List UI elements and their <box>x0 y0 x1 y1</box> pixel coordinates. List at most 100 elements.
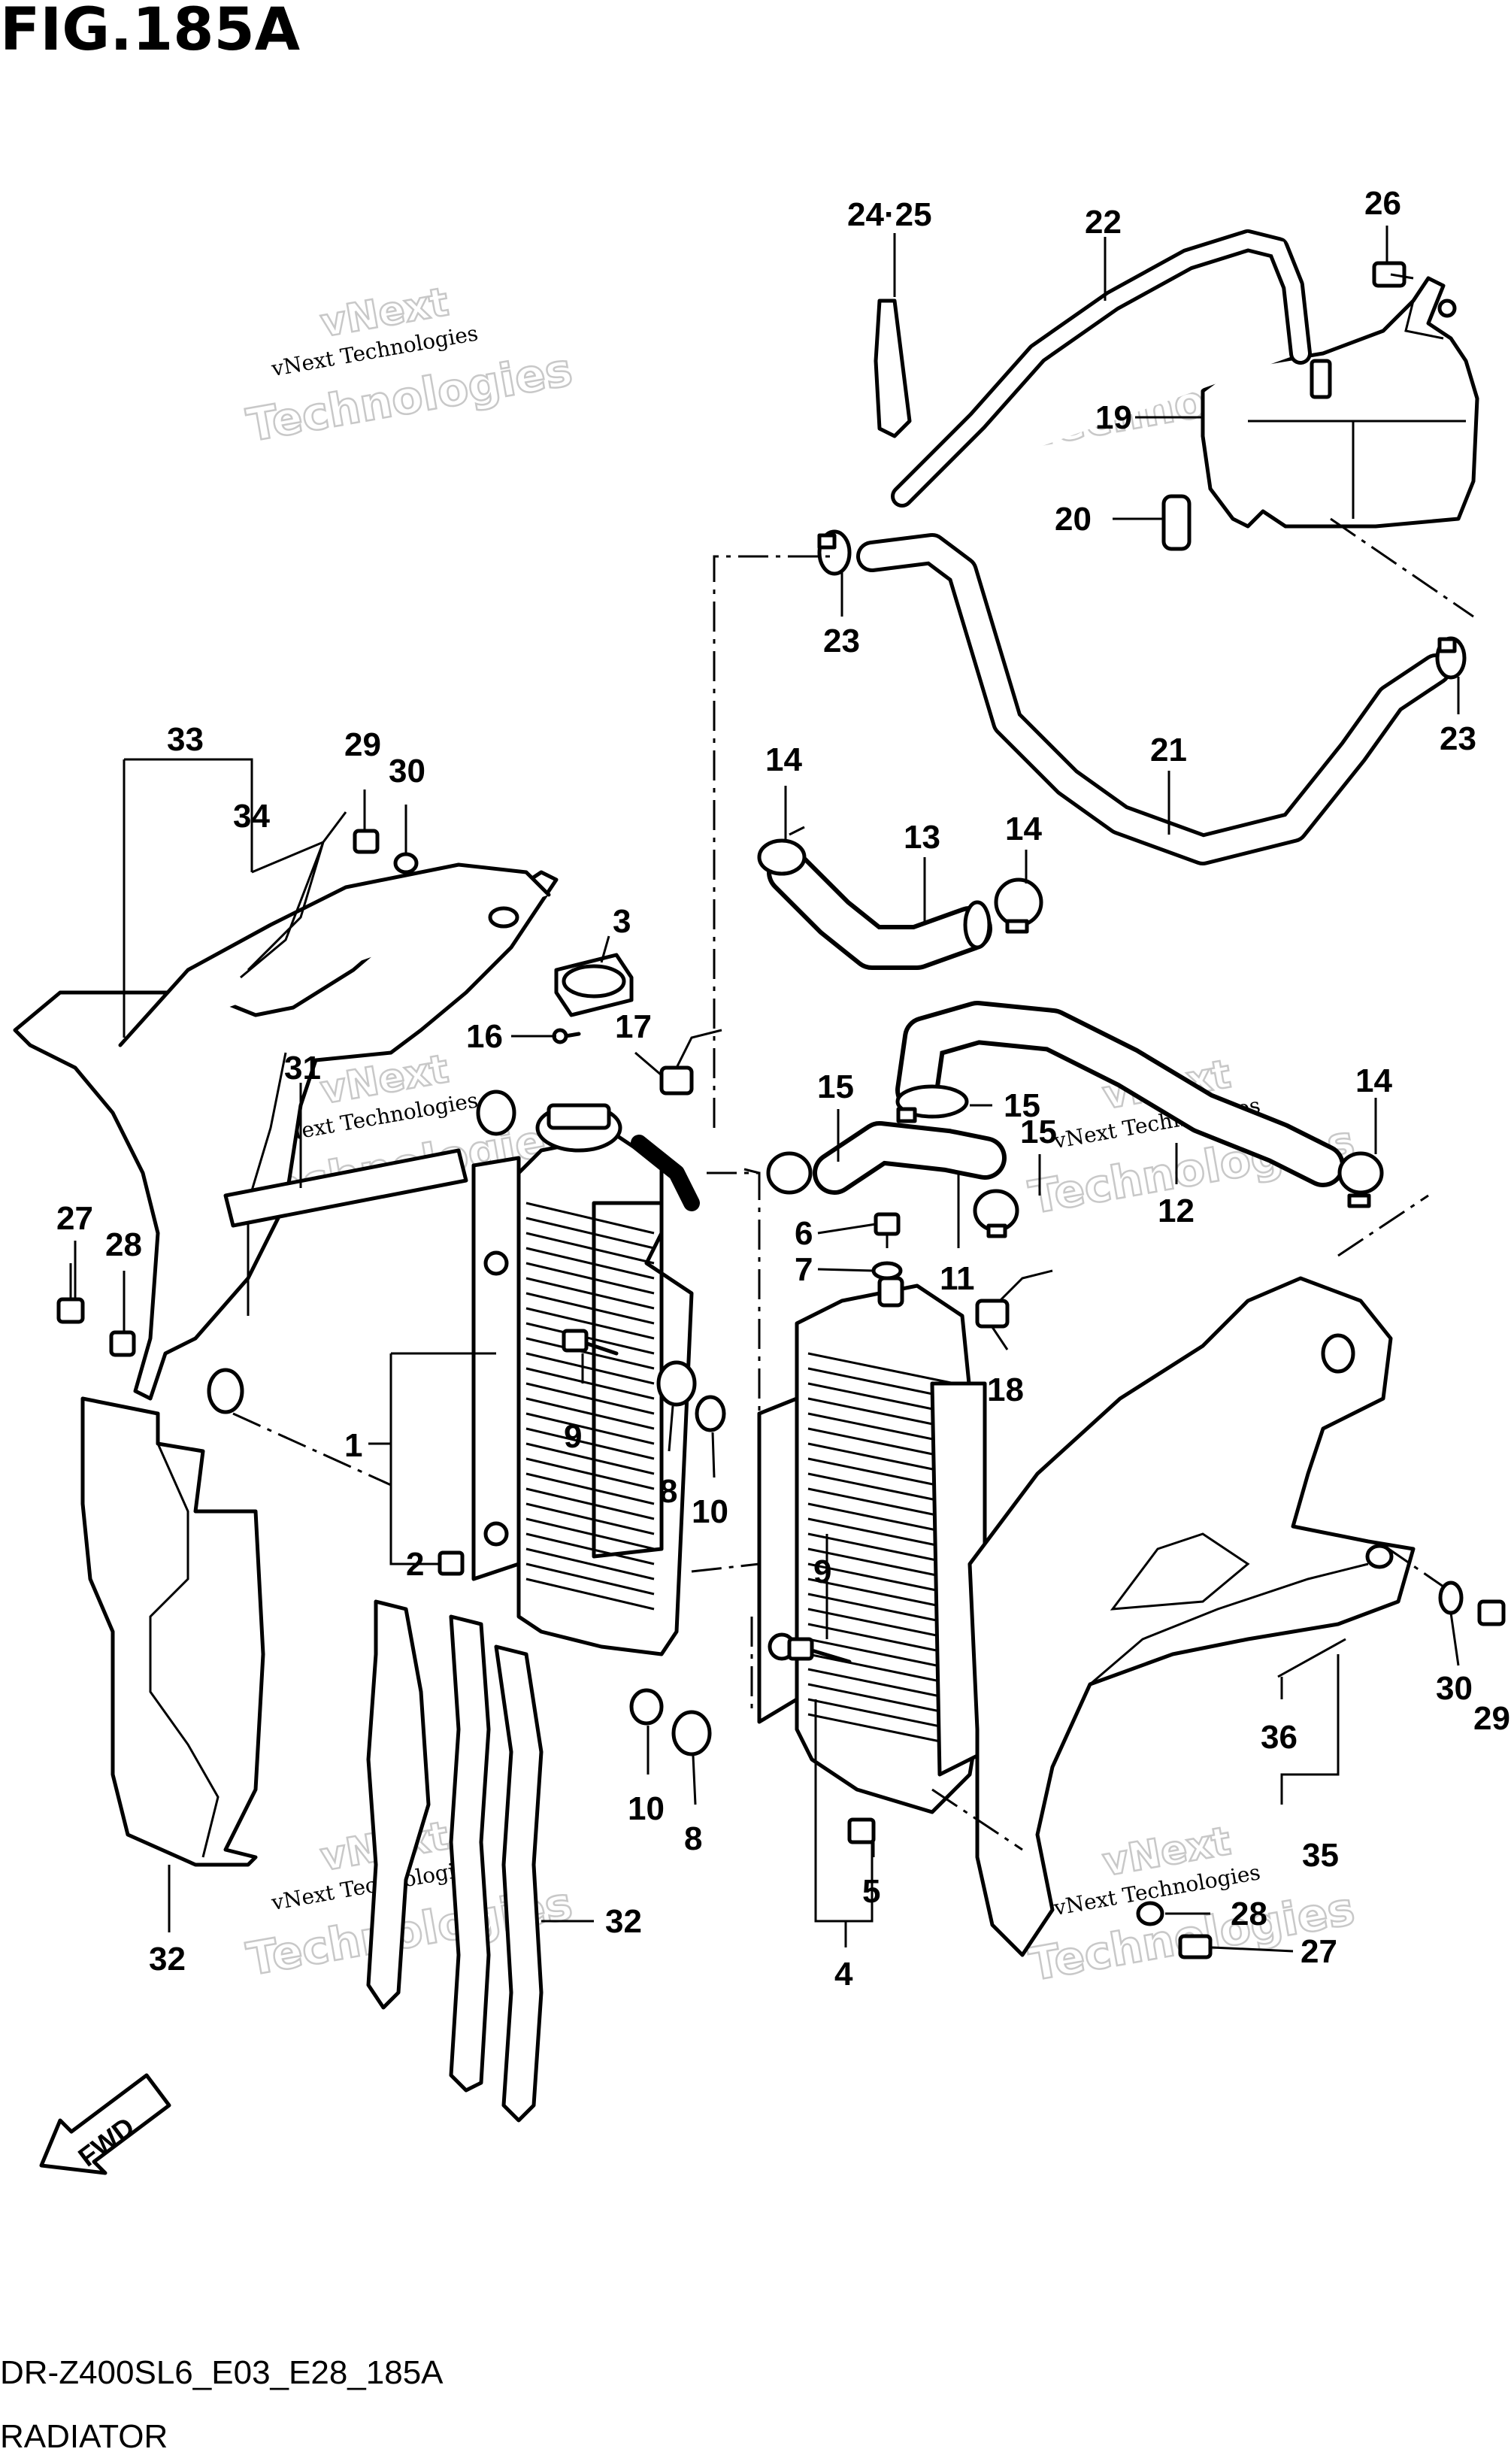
callout-10-left: 10 <box>692 1493 728 1530</box>
callout-15-a: 15 <box>817 1068 854 1105</box>
clamp-14-upper <box>757 826 807 876</box>
callout-3: 3 <box>613 903 631 940</box>
washer-30-right <box>1438 1581 1464 1615</box>
hose-12 <box>895 1001 1345 1187</box>
callout-15-b: 15 <box>1004 1087 1040 1124</box>
dashed-lines <box>232 517 1474 1851</box>
radiator-right <box>757 1276 987 1814</box>
callout-21: 21 <box>1150 732 1187 768</box>
right-shroud <box>967 1276 1416 1957</box>
callout-29-right: 29 <box>1473 1700 1510 1737</box>
sensor-18 <box>975 1269 1053 1329</box>
callout-27-right: 27 <box>1301 1933 1337 1970</box>
callout-2: 2 <box>406 1546 424 1583</box>
callout-11: 11 <box>940 1260 975 1297</box>
callout-32-right: 32 <box>605 1903 642 1940</box>
clip-2 <box>438 1550 465 1576</box>
radiator-left-fins <box>525 1202 655 1611</box>
callout-30-right: 30 <box>1436 1670 1473 1707</box>
clamp-23-right <box>1435 636 1467 680</box>
callout-4: 4 <box>834 1956 853 1993</box>
callout-7: 7 <box>795 1251 813 1288</box>
washer-7 <box>871 1261 903 1280</box>
callout-17: 17 <box>615 1008 652 1045</box>
callout-5: 5 <box>862 1873 880 1910</box>
clip-5 <box>847 1817 876 1844</box>
callout-13: 13 <box>904 819 940 856</box>
hose-21 <box>856 533 1452 865</box>
callout-14-right: 14 <box>1355 1062 1392 1099</box>
callout-12: 12 <box>1158 1193 1195 1229</box>
sponge-31 <box>223 1148 468 1228</box>
callout-33: 33 <box>167 721 204 758</box>
callout-34: 34 <box>233 798 270 835</box>
hose-clamp-24-25 <box>874 299 912 438</box>
callout-labels: 24·25 22 26 19 20 23 23 21 14 13 14 14 1… <box>56 185 1510 1993</box>
callout-28-right: 28 <box>1231 1896 1267 1932</box>
figure-title: FIG.185A <box>0 0 300 64</box>
callout-30-left: 30 <box>389 753 425 790</box>
washer-10-right <box>629 1688 664 1726</box>
collar-28-left <box>109 1330 136 1357</box>
callout-16: 16 <box>466 1018 503 1055</box>
callout-14-top: 14 <box>765 741 802 778</box>
callout-35: 35 <box>1302 1837 1339 1874</box>
callout-23-left: 23 <box>823 623 860 659</box>
callout-18: 18 <box>987 1371 1024 1408</box>
callout-15-c: 15 <box>1020 1114 1057 1150</box>
radiator-left <box>471 1103 700 1656</box>
cushion-8-right <box>671 1710 712 1756</box>
callout-9-left: 9 <box>564 1418 582 1455</box>
clamp-15-c <box>973 1189 1019 1238</box>
hose-13 <box>767 850 992 970</box>
fwd-arrow: FWD <box>39 2073 171 2175</box>
callout-1: 1 <box>344 1427 362 1464</box>
callout-31: 31 <box>284 1050 321 1087</box>
bolt-27-left <box>56 1263 85 1324</box>
screw-16 <box>552 1028 581 1044</box>
bolt-6 <box>874 1212 901 1248</box>
overflow-hose-22 <box>891 229 1312 508</box>
radiator-cap <box>554 953 634 1017</box>
bolt-29-left <box>353 829 380 854</box>
bolt-9-left <box>562 1329 619 1356</box>
bolt-27-right <box>1178 1934 1213 1959</box>
left-shroud <box>13 811 559 1414</box>
cushion-8-left <box>656 1360 697 1407</box>
clamp-14-right <box>1337 1151 1384 1208</box>
callout-14-middle: 14 <box>1005 811 1042 847</box>
leader-lines <box>74 226 1460 1953</box>
tank-cushion <box>1161 494 1192 551</box>
clamp-15-b <box>766 1151 813 1195</box>
radiator-right-fins <box>807 1352 955 1746</box>
callout-24-25: 24·25 <box>847 196 932 233</box>
callout-20: 20 <box>1055 501 1092 538</box>
washer-30-left <box>393 852 419 874</box>
callout-10-right: 10 <box>628 1790 665 1827</box>
callout-9-right: 9 <box>813 1553 831 1590</box>
watermark-1: vNext Technologies vNext Technologies <box>242 279 577 453</box>
figure-code: DR-Z400SL6_E03_E28_185A <box>0 2354 444 2391</box>
clamp-23-left <box>817 529 852 576</box>
bolt-9-right <box>787 1637 852 1664</box>
callout-26: 26 <box>1364 185 1401 222</box>
radiator-guard-left <box>80 1396 265 1867</box>
bolt-29-right <box>1477 1599 1506 1626</box>
callout-19: 19 <box>1095 399 1132 436</box>
thermo-switch-17 <box>659 1029 722 1096</box>
radiator-guard-right <box>366 1599 544 2123</box>
callout-8-right: 8 <box>684 1820 702 1857</box>
collar-28-right <box>1136 1901 1164 1926</box>
callout-28-left: 28 <box>105 1226 142 1263</box>
tank-filler-neck <box>1310 359 1332 399</box>
callout-32-left: 32 <box>149 1941 186 1978</box>
callout-27-left: 27 <box>56 1200 93 1237</box>
hose-11 <box>813 1121 1007 1195</box>
callout-36: 36 <box>1261 1719 1298 1756</box>
bolt-26 <box>1372 261 1414 288</box>
callout-22: 22 <box>1085 204 1122 241</box>
clamp-15-a <box>895 1084 969 1123</box>
callout-8-left: 8 <box>659 1473 677 1510</box>
washer-10-left <box>695 1395 726 1432</box>
